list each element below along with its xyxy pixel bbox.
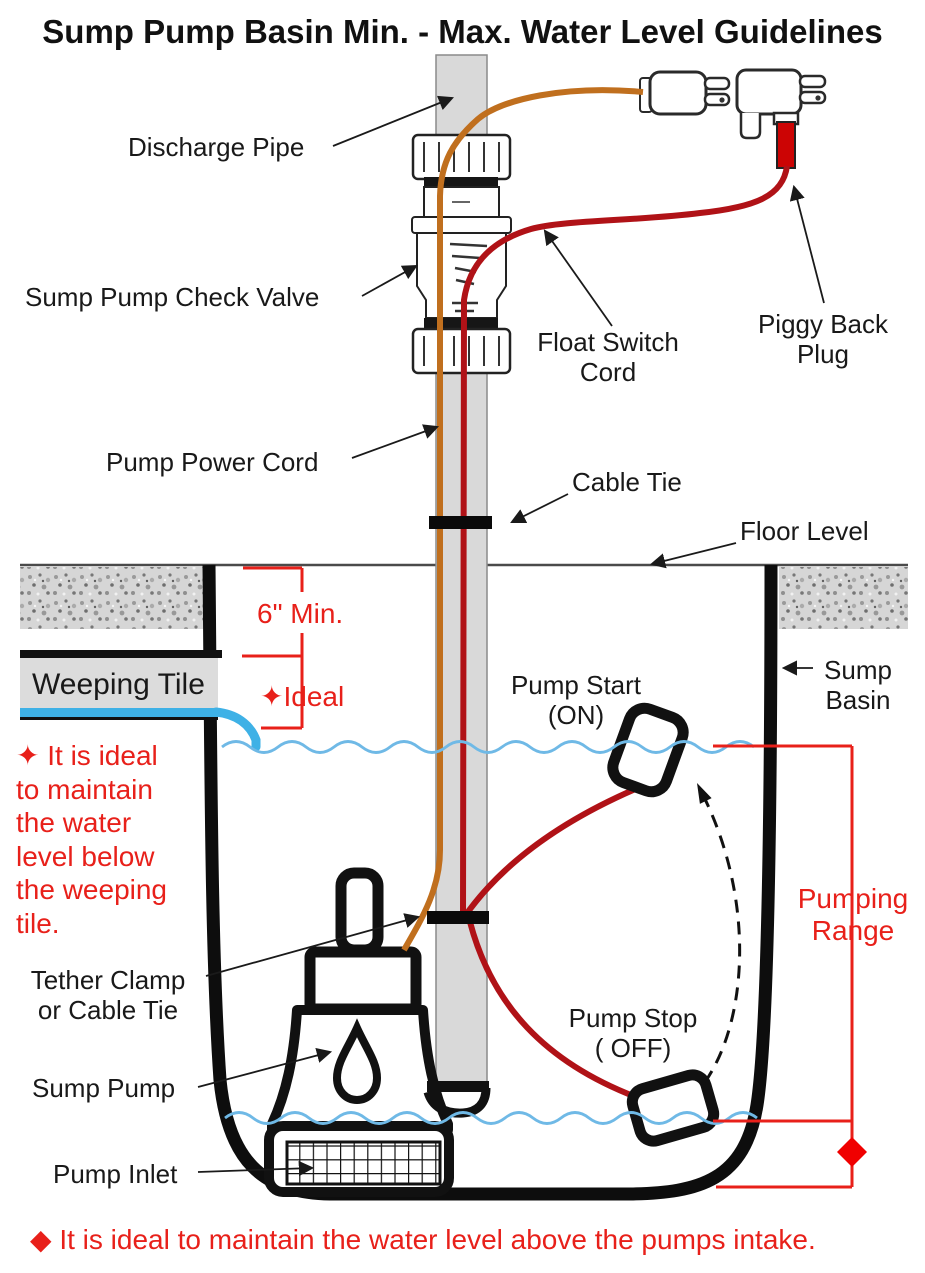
float-cord-to-stop bbox=[467, 921, 638, 1100]
label-float-switch-line1: Float Switch bbox=[537, 327, 679, 357]
pump-top bbox=[304, 946, 422, 1015]
weep-note-line: tile. bbox=[16, 907, 60, 939]
label-six-inch-min: 6" Min. bbox=[257, 598, 344, 629]
leader-cable-tie bbox=[510, 493, 569, 523]
float-travel-arrowhead bbox=[697, 783, 712, 804]
float-cord-to-start bbox=[462, 784, 642, 918]
range-diamond-icon bbox=[837, 1137, 867, 1167]
piggy-back-plug bbox=[735, 68, 827, 169]
pumping-range-bracket bbox=[713, 744, 854, 1189]
label-pump-start: Pump Start (ON) bbox=[493, 670, 659, 731]
label-float-switch-cord: Float Switch Cord bbox=[523, 327, 693, 388]
leader-check-valve bbox=[361, 264, 418, 297]
pump-power-cord bbox=[401, 87, 644, 952]
intake-note: ◆ It is ideal to maintain the water leve… bbox=[30, 1224, 816, 1255]
leader-pump-inlet bbox=[197, 1160, 315, 1177]
weep-note-line: to maintain bbox=[16, 773, 153, 805]
leader-float-switch-cord bbox=[543, 229, 613, 327]
concrete-floor-right bbox=[779, 567, 908, 629]
label-pumping-range-line2: Range bbox=[811, 915, 895, 947]
label-sump-basin-line2: Basin bbox=[825, 684, 891, 715]
page-title: Sump Pump Basin Min. - Max. Water Level … bbox=[42, 13, 883, 50]
pipe-flange bbox=[427, 1081, 489, 1092]
label-ideal: ✦Ideal bbox=[260, 681, 345, 712]
piggyback-cable-sleeve bbox=[776, 121, 796, 169]
label-check-valve: Sump Pump Check Valve bbox=[25, 282, 320, 312]
weep-note-line: the water bbox=[16, 807, 132, 838]
concrete-floor-left bbox=[20, 567, 205, 629]
label-pumping-range: Pumping Range bbox=[783, 883, 923, 947]
label-discharge-pipe: Discharge Pipe bbox=[128, 132, 305, 162]
tether-clamp bbox=[427, 911, 489, 924]
cable-tie bbox=[429, 516, 492, 529]
label-sump-basin: Sump Basin bbox=[798, 655, 918, 716]
label-weeping-tile: Weeping Tile bbox=[32, 668, 205, 701]
leader-sump-pump bbox=[197, 1047, 333, 1088]
weep-note-line: ✦ It is ideal bbox=[16, 740, 158, 771]
weeping-tile-note: ✦ It is ideal to maintain the water leve… bbox=[16, 739, 216, 940]
label-piggy-line2: Plug bbox=[796, 338, 850, 369]
weeping-tile-outflow bbox=[211, 707, 261, 752]
label-pump-stop-line2: ( OFF) bbox=[594, 1032, 672, 1063]
water-drop-icon bbox=[332, 1018, 382, 1105]
water-level-low bbox=[224, 1111, 758, 1125]
weep-note-line: level below bbox=[16, 840, 155, 872]
label-pump-stop-line1: Pump Stop bbox=[568, 1003, 698, 1033]
label-sump-pump: Sump Pump bbox=[32, 1073, 176, 1103]
label-pump-power-cord: Pump Power Cord bbox=[106, 447, 319, 477]
pump-handle bbox=[335, 867, 384, 956]
label-pump-start-line1: Pump Start bbox=[510, 670, 642, 700]
sump-basin-wall bbox=[202, 564, 778, 1201]
float-switch-cord bbox=[460, 165, 790, 917]
weeping-tile bbox=[20, 650, 261, 752]
leader-lines bbox=[197, 95, 825, 1177]
label-piggy-line1: Piggy Back bbox=[757, 309, 889, 339]
plug-ground-dot bbox=[719, 97, 725, 103]
label-sump-basin-line1: Sump bbox=[824, 655, 892, 685]
label-pumping-range-line1: Pumping bbox=[797, 883, 909, 914]
float-switch-off bbox=[626, 1069, 720, 1147]
leader-tether-clamp bbox=[205, 913, 421, 977]
leader-floor-level bbox=[649, 542, 737, 569]
weep-note-line: the weeping bbox=[16, 874, 168, 905]
label-cable-tie: Cable Tie bbox=[572, 467, 682, 497]
label-piggy-back-plug: Piggy Back Plug bbox=[743, 309, 903, 370]
label-float-switch-line2: Cord bbox=[579, 356, 637, 387]
label-pump-inlet: Pump Inlet bbox=[53, 1159, 178, 1189]
label-pump-start-line2: (ON) bbox=[547, 699, 605, 730]
label-tether-clamp: Tether Clamp or Cable Tie bbox=[13, 965, 203, 1026]
label-tether-line1: Tether Clamp bbox=[30, 965, 186, 995]
leader-piggy-back bbox=[789, 184, 825, 304]
label-tether-line2: or Cable Tie bbox=[37, 994, 179, 1025]
six-inch-dimension bbox=[242, 566, 304, 730]
float-travel-arrow bbox=[701, 794, 742, 1083]
label-floor-level: Floor Level bbox=[740, 516, 869, 546]
water-level-high bbox=[221, 740, 755, 754]
label-pump-stop: Pump Stop ( OFF) bbox=[553, 1003, 713, 1064]
leader-power-cord bbox=[351, 424, 440, 459]
leader-discharge-pipe bbox=[332, 95, 454, 147]
pump-plug bbox=[639, 70, 731, 116]
pump-inlet-screen bbox=[285, 1140, 442, 1186]
